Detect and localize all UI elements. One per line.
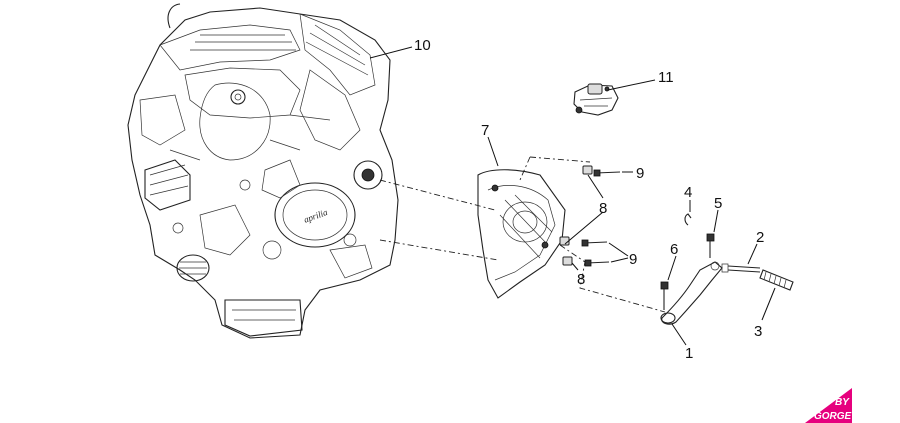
watermark-logo: BY GORGE [805, 388, 852, 423]
callout-3: 3 [754, 323, 762, 340]
callout-11: 11 [658, 69, 674, 86]
callout-labels: 10 11 7 9 4 8 5 2 6 9 8 3 1 [414, 37, 764, 362]
engine-brand-logo: aprilia [302, 207, 329, 225]
sensor-part [573, 83, 619, 116]
callout-2: 2 [756, 229, 764, 246]
engine-assembly: aprilia [127, 3, 399, 339]
callout-4: 4 [684, 184, 692, 201]
callout-10: 10 [414, 37, 431, 54]
shift-lever-assembly [660, 213, 794, 325]
callout-5: 5 [714, 195, 722, 212]
callout-1: 1 [685, 345, 693, 362]
callout-6: 6 [670, 241, 678, 258]
callout-9-lower: 9 [629, 251, 637, 268]
callout-8-lower: 8 [577, 271, 585, 288]
callout-9-upper: 9 [636, 165, 644, 182]
watermark-line1: BY [835, 397, 850, 408]
leader-lines [369, 46, 776, 346]
fasteners [559, 165, 621, 267]
watermark-line2: GORGE [814, 411, 852, 422]
callout-7: 7 [481, 122, 489, 139]
assembly-lines [379, 156, 666, 313]
callout-8-upper: 8 [599, 200, 607, 217]
sprocket-cover-part [477, 169, 566, 299]
